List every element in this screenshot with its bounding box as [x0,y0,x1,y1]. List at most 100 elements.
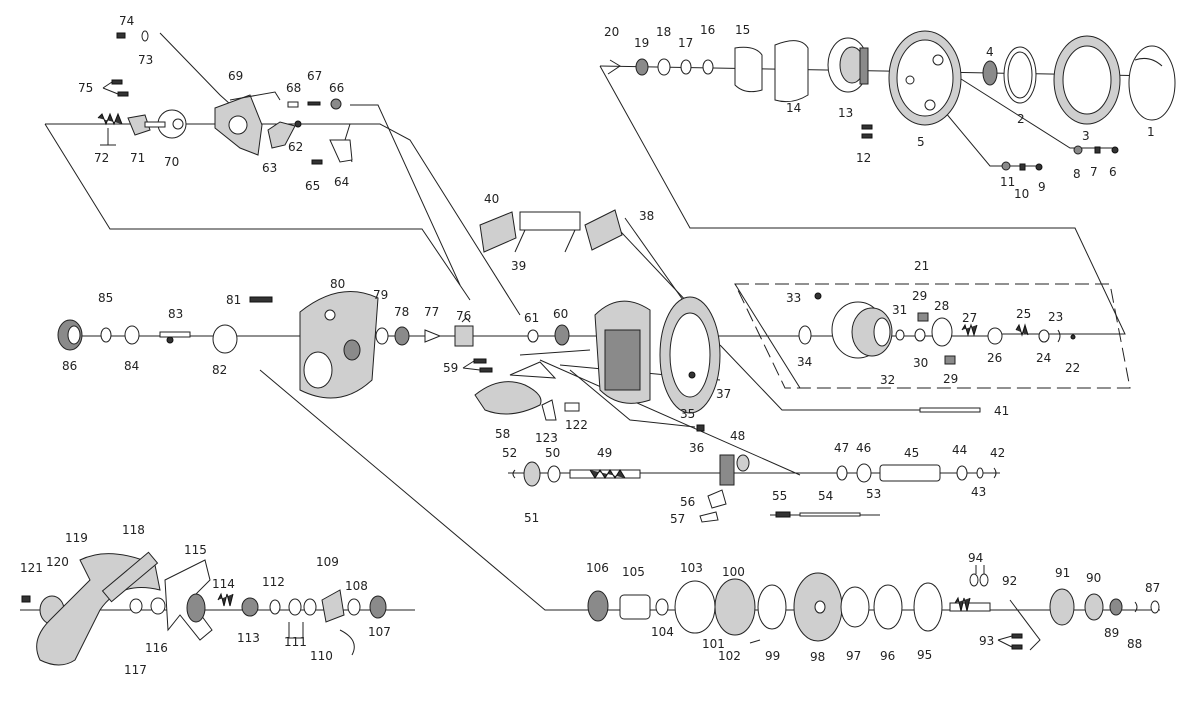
part-label: 33 [786,291,801,305]
part-label: 50 [545,446,560,460]
part-label: 39 [511,259,526,273]
part-label: 60 [553,307,568,321]
part-label: 104 [651,625,674,639]
part-label: 71 [130,151,145,165]
part-label: 114 [212,577,235,591]
part-label: 31 [892,303,907,317]
part-label: 54 [818,489,833,503]
part-label: 26 [987,351,1002,365]
part-label: 80 [330,277,345,291]
part-label: 101 [702,637,725,651]
part-label: 48 [730,429,745,443]
part-label: 35 [680,407,695,421]
part-label: 6 [1109,165,1117,179]
part-label: 44 [952,443,967,457]
part-label: 85 [98,291,113,305]
part-label: 76 [456,309,471,323]
part-label: 58 [495,427,510,441]
part-label: 65 [305,179,320,193]
part-label: 86 [62,359,77,373]
part-label: 120 [46,555,69,569]
part-label: 92 [1002,574,1017,588]
part-label: 98 [810,650,825,664]
part-label: 67 [307,69,322,83]
part-label: 77 [424,305,439,319]
levelwind-group [512,454,997,523]
handle-group [21,551,387,666]
part-label: 41 [994,404,1009,418]
part-label: 105 [622,565,645,579]
drive-gear-group [587,572,1160,650]
part-label: 116 [145,641,168,655]
part-label: 23 [1048,310,1063,324]
part-label: 42 [990,446,1005,460]
side-cover-group [607,30,1176,171]
part-label: 84 [124,359,139,373]
part-label: 15 [735,23,750,37]
part-label: 36 [689,441,704,455]
part-label: 28 [934,299,949,313]
part-label: 70 [164,155,179,169]
part-label: 87 [1145,581,1160,595]
part-label: 99 [765,649,780,663]
part-label: 25 [1016,307,1031,321]
part-label: 56 [680,495,695,509]
part-label: 94 [968,551,983,565]
part-label: 78 [394,305,409,319]
part-label: 2 [1017,112,1025,126]
part-label: 106 [586,561,609,575]
part-label: 88 [1127,637,1142,651]
part-label: 52 [502,446,517,460]
part-label: 47 [834,441,849,455]
part-label: 29 [943,372,958,386]
part-label: 119 [65,531,88,545]
part-label: 45 [904,446,919,460]
part-label: 16 [700,23,715,37]
part-label: 27 [962,311,977,325]
part-label: 83 [168,307,183,321]
part-label: 89 [1104,626,1119,640]
label-leaders [100,81,1013,648]
part-label: 32 [880,373,895,387]
part-label: 34 [797,355,812,369]
part-label: 113 [237,631,260,645]
part-label: 9 [1038,180,1046,194]
part-label: 95 [917,648,932,662]
part-label: 22 [1065,361,1080,375]
part-label: 14 [786,101,801,115]
part-label: 55 [772,489,787,503]
part-label: 82 [212,363,227,377]
part-label: 91 [1055,566,1070,580]
part-label: 115 [184,543,207,557]
part-label: 10 [1014,187,1029,201]
part-label: 59 [443,361,458,375]
part-label: 51 [524,511,539,525]
part-label: 64 [334,175,349,189]
part-label: 66 [329,81,344,95]
part-label: 93 [979,634,994,648]
assembly-lines [20,32,1161,651]
part-label: 73 [138,53,153,67]
part-label: 96 [880,649,895,663]
part-label: 3 [1082,129,1090,143]
part-label: 21 [914,259,929,273]
frame-side-group [57,291,474,399]
part-label: 108 [345,579,368,593]
part-label: 123 [535,431,558,445]
part-label: 74 [119,14,134,28]
part-label: 62 [288,140,303,154]
part-label: 19 [634,36,649,50]
part-label: 117 [124,663,147,677]
part-label: 12 [856,151,871,165]
part-label: 57 [670,512,685,526]
part-label: 122 [565,418,588,432]
part-label: 8 [1073,167,1081,181]
part-label: 1 [1147,125,1155,139]
part-label: 18 [656,25,671,39]
clutch-cam-group [97,30,353,165]
part-label: 102 [718,649,741,663]
part-label: 37 [716,387,731,401]
part-label: 97 [846,649,861,663]
part-label: 46 [856,441,871,455]
